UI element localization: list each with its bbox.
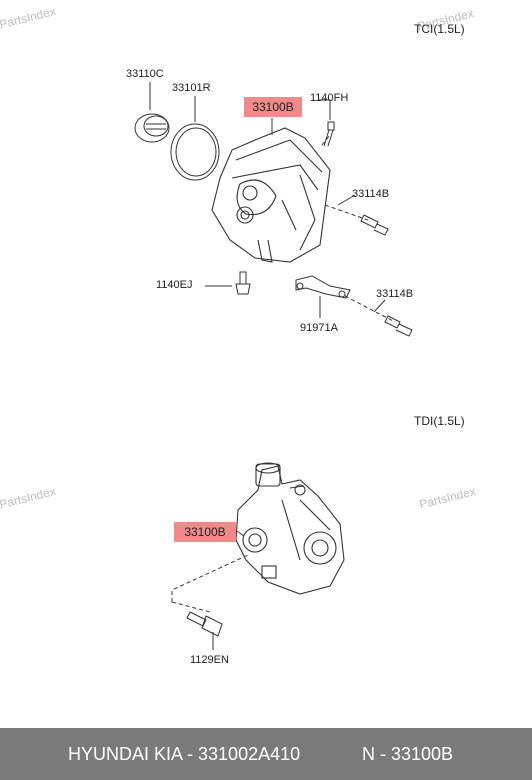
parts-diagram [134, 82, 413, 650]
footer-bar: HYUNDAI KIA - 331002A410 N - 33100B [0, 728, 532, 780]
part-label-1140FH: 1140FH [310, 92, 349, 104]
bolt-33114B-b-icon [384, 315, 413, 337]
part-label-33114B-b: 33114B [376, 288, 414, 300]
bolt-33114B-a-icon [360, 214, 389, 236]
bolt-1129EN-icon [186, 611, 223, 637]
part-label-33114B-a: 33114B [352, 188, 390, 200]
plug-33110C-icon [134, 113, 170, 143]
section-title-tdi: TDI(1.5L) [414, 414, 465, 428]
bracket-91971A-icon [295, 275, 351, 299]
leader-33100B-tdi [236, 530, 245, 537]
leader-1140FH [318, 99, 331, 120]
leader-33114B-a [337, 194, 356, 206]
part-label-33100B-tci-highlighted: 33100B [244, 97, 302, 117]
part-label-33101R: 33101R [172, 82, 211, 94]
part-label-91971A: 91971A [300, 322, 338, 334]
part-label-33110C: 33110C [126, 68, 164, 80]
part-label-1129EN: 1129EN [190, 654, 229, 666]
bolt-1140EJ-icon [235, 271, 251, 295]
part-label-1140EJ: 1140EJ [156, 279, 193, 291]
part-label-33100B-tdi-highlighted: 33100B [174, 522, 236, 542]
bolt-1140FH-icon [323, 121, 335, 147]
leader-33114B-b [373, 299, 386, 313]
footer-part-number: N - 33100B [362, 744, 454, 764]
footer-brand-code: HYUNDAI KIA - 331002A410 [68, 744, 301, 764]
pump-tdi-icon [235, 462, 345, 595]
pump-tci-icon [211, 127, 331, 263]
oring-33101R-icon [170, 123, 220, 181]
section-title-tci: TCI(1.5L) [414, 22, 465, 36]
